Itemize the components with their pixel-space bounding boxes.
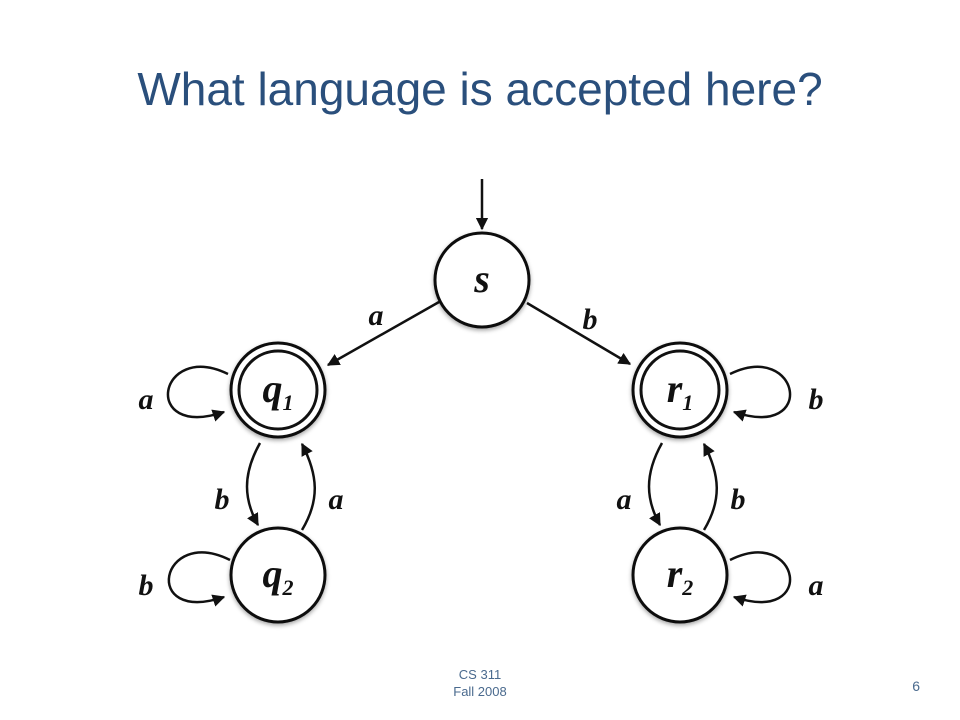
- transition-label-q2-q2: b: [139, 569, 154, 602]
- state-q1: q1: [229, 341, 327, 439]
- transition-label-r2-r2: a: [809, 569, 824, 602]
- transition-s-q1: [326, 300, 440, 367]
- transition-label-q2-q1: a: [329, 483, 344, 516]
- state-q2: q2: [229, 526, 327, 624]
- transition-label-q1-q1: a: [139, 383, 154, 416]
- state-label: r1: [667, 366, 694, 415]
- state-layer: s q1 q2 r1 r2: [229, 231, 729, 624]
- transition-label-r1-r1: b: [809, 383, 824, 416]
- slide-title: What language is accepted here?: [137, 63, 823, 115]
- state-circle: [631, 526, 729, 624]
- footer-course-info: CS 311 Fall 2008: [380, 666, 580, 700]
- state-label: r2: [667, 551, 694, 600]
- transition-q2-q2: [167, 551, 231, 607]
- transition-q1-q2: [245, 442, 262, 527]
- state-circle: [229, 341, 327, 439]
- footer-term: Fall 2008: [453, 684, 507, 699]
- accepting-ring: [639, 349, 721, 431]
- transition-label-layer: a b a b a b b a b a: [139, 299, 824, 602]
- state-label: q1: [263, 366, 294, 415]
- state-label: s: [473, 256, 490, 301]
- state-r1: r1: [631, 341, 729, 439]
- transition-r2-r1: [702, 442, 718, 531]
- transition-label-q1-q2: b: [215, 483, 230, 516]
- transition-label-s-r1: b: [583, 303, 598, 336]
- transition-q1-q1: [166, 365, 229, 422]
- state-circle: [433, 231, 531, 329]
- state-circle: [631, 341, 729, 439]
- state-s: s: [433, 231, 531, 329]
- state-r2: r2: [631, 526, 729, 624]
- transition-q2-q1: [300, 442, 316, 531]
- transition-label-s-q1: a: [369, 299, 384, 332]
- transition-label-r2-r1: b: [731, 483, 746, 516]
- transition-r1-r2: [647, 442, 664, 527]
- footer-course: CS 311: [458, 667, 502, 682]
- page-number: 6: [912, 678, 920, 694]
- transition-s-r1: [526, 301, 632, 366]
- transition-label-r1-r2: a: [617, 483, 632, 516]
- transition-r1-r1: [729, 365, 792, 422]
- state-circle: [229, 526, 327, 624]
- transition-r2-r2: [729, 551, 792, 607]
- transition-layer: [166, 179, 792, 607]
- state-label: q2: [263, 551, 294, 600]
- accepting-ring: [237, 349, 319, 431]
